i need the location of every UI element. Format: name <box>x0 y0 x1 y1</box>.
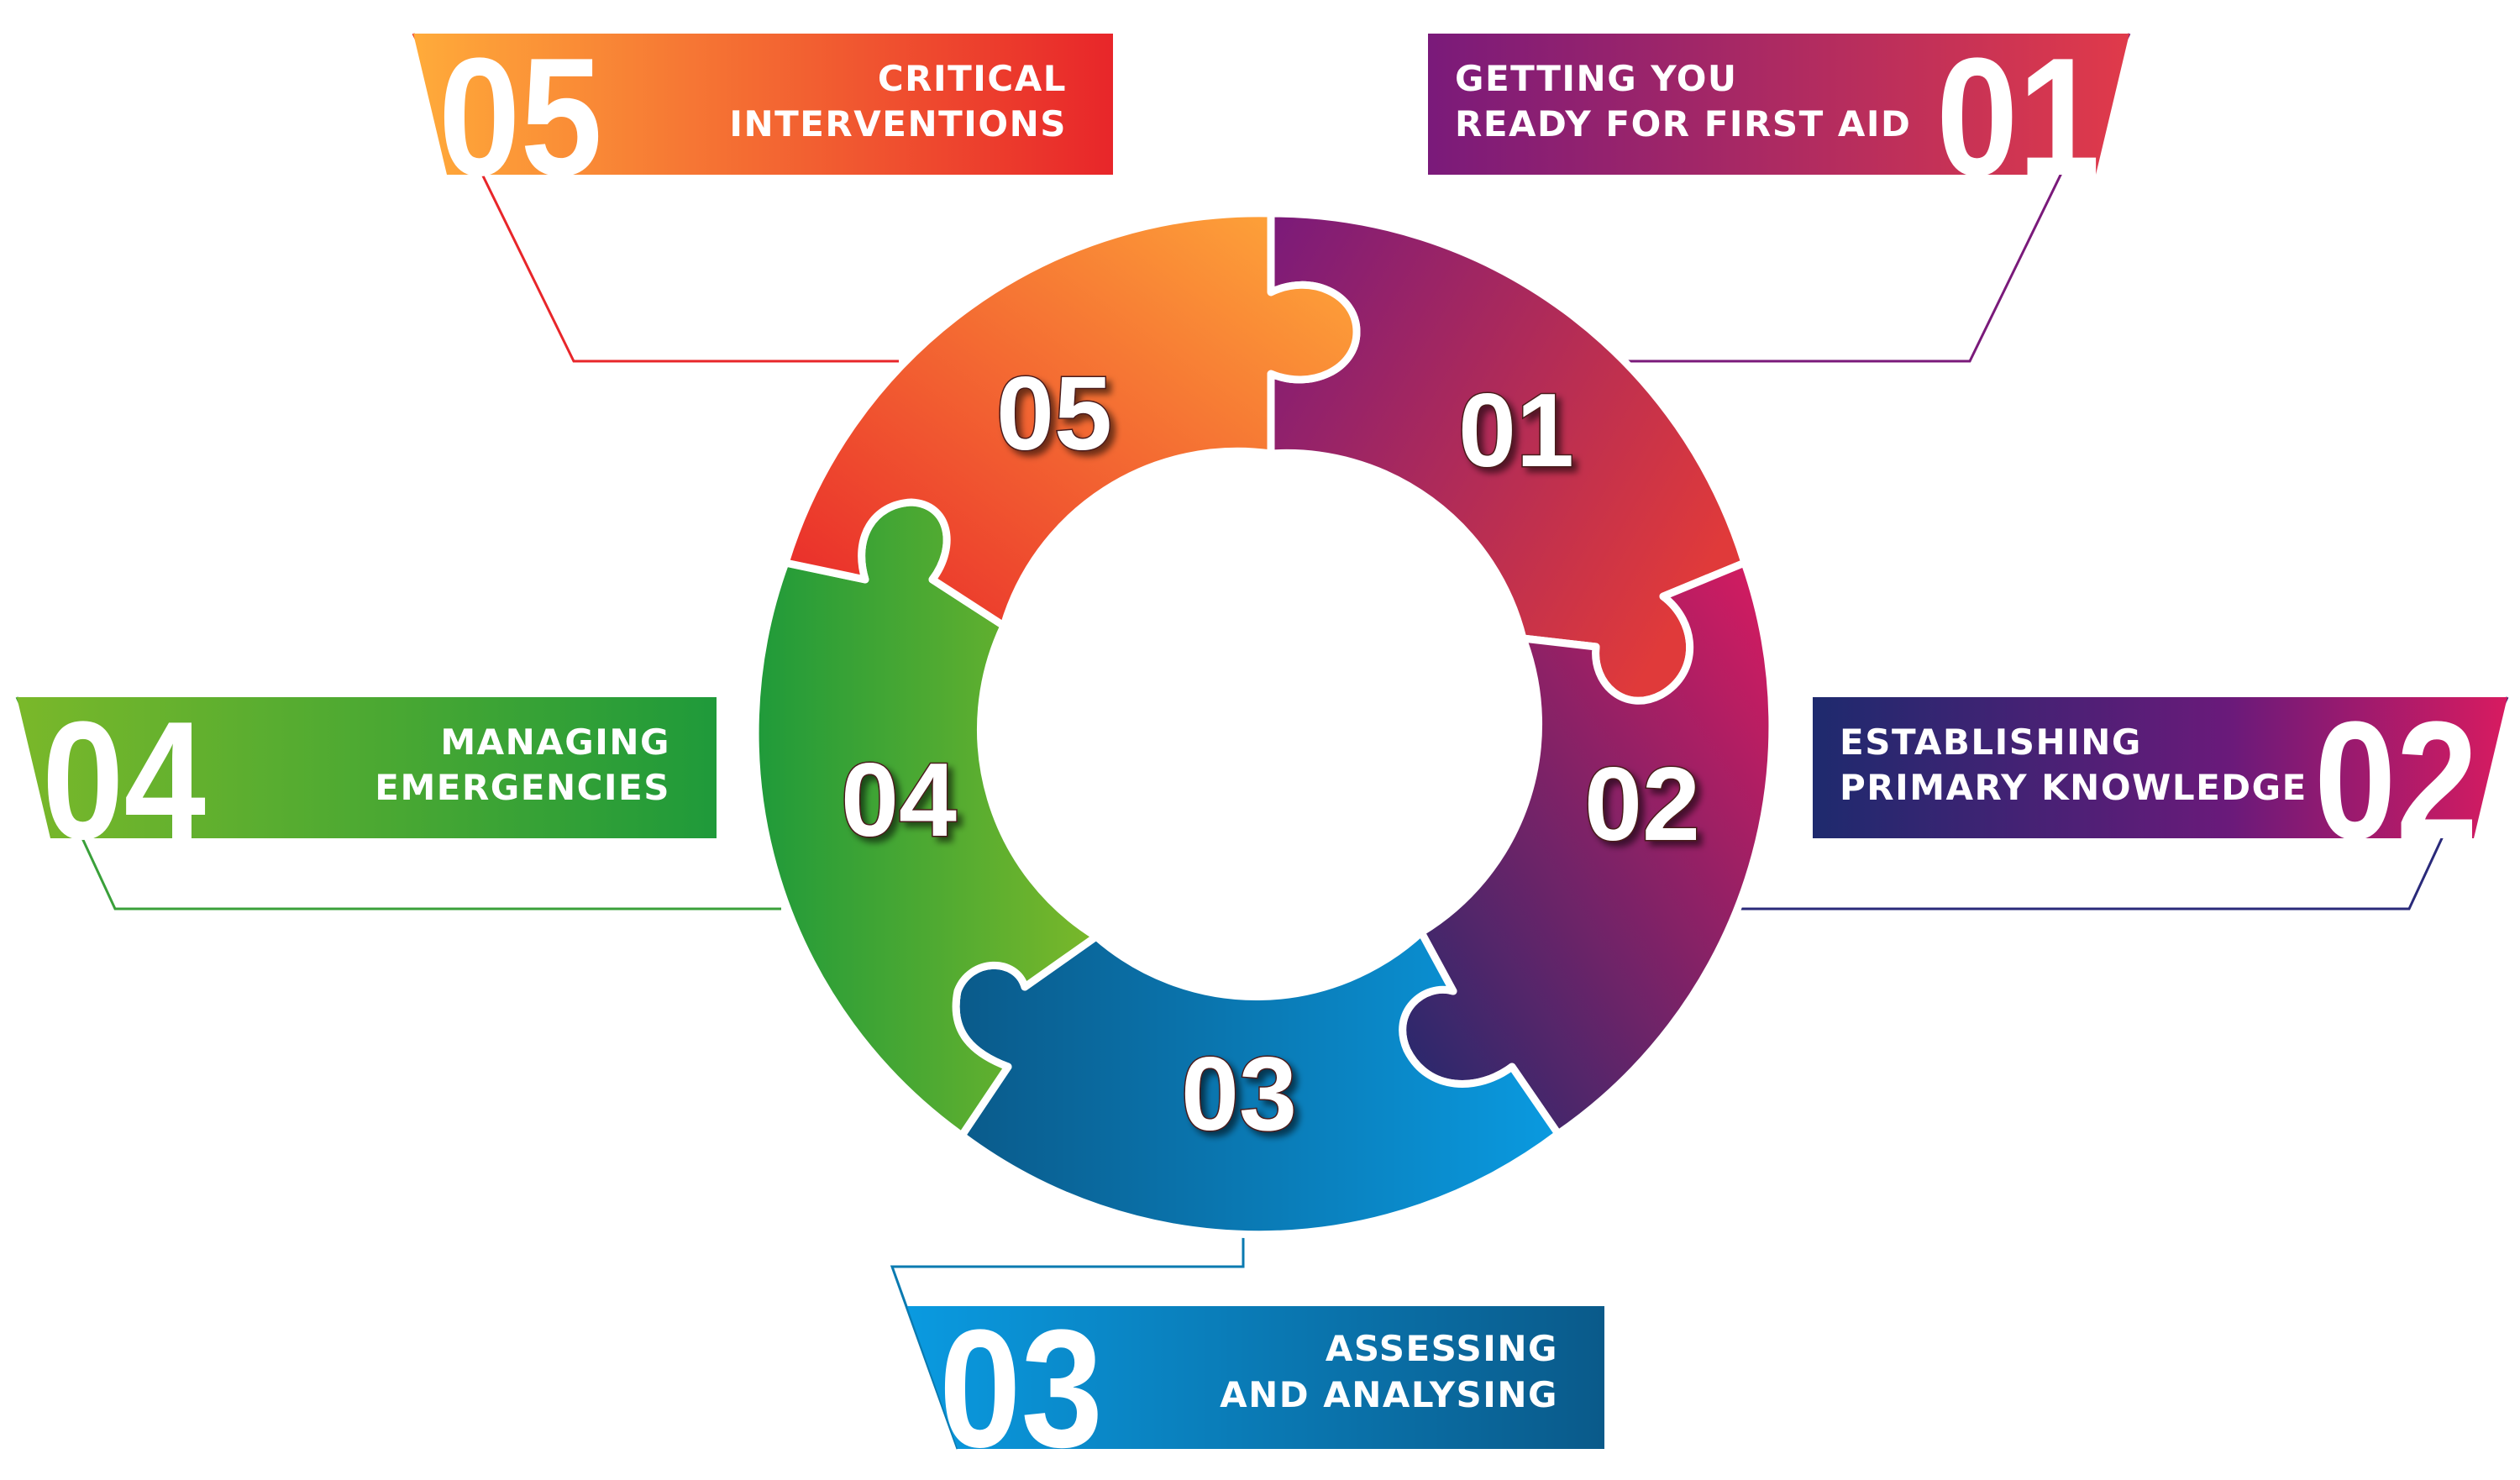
segment-number-02: 02 <box>1584 747 1700 863</box>
banner-number-02: 02 <box>2314 687 2478 874</box>
label-02-line2: PRIMARY KNOWLEDGE <box>1840 767 2307 808</box>
step-label-01: GETTING YOU READY FOR FIRST AID 01 <box>1428 24 2129 211</box>
banner-05 <box>413 34 1113 175</box>
segment-number-03: 03 <box>1181 1037 1297 1152</box>
label-04-line1: MANAGING <box>440 722 670 763</box>
banner-02 <box>1813 697 2507 838</box>
step-label-03: ASSESSING AND ANALYSING 03 <box>907 1295 1604 1480</box>
banner-01 <box>1428 34 2129 175</box>
label-03-line1: ASSESSING <box>1326 1328 1558 1369</box>
segment-number-01: 01 <box>1458 373 1574 489</box>
banner-number-05: 05 <box>438 24 602 211</box>
banner-number-03: 03 <box>939 1295 1103 1480</box>
label-04-line2: EMERGENCIES <box>375 767 670 808</box>
label-05-line1: CRITICAL <box>878 58 1067 99</box>
puzzle-piece-05 <box>781 209 1361 630</box>
ring-center-hole <box>1021 454 1508 941</box>
banner-03 <box>907 1306 1604 1449</box>
banner-number-01: 01 <box>1936 24 2100 211</box>
segment-number-04: 04 <box>841 743 957 858</box>
step-label-02: ESTABLISHING PRIMARY KNOWLEDGE 02 <box>1813 687 2507 874</box>
label-02-line1: ESTABLISHING <box>1840 722 2142 763</box>
banner-04 <box>17 697 717 838</box>
label-01-line1: GETTING YOU <box>1455 58 1738 99</box>
step-label-04: MANAGING EMERGENCIES 04 <box>17 687 717 874</box>
segment-number-05: 05 <box>996 356 1112 472</box>
segment-numbers: 01 02 03 04 05 <box>840 355 1702 1154</box>
step-label-05: CRITICAL INTERVENTIONS 05 <box>413 24 1113 211</box>
label-05-line2: INTERVENTIONS <box>729 103 1067 144</box>
banner-number-04: 04 <box>42 687 206 874</box>
label-03-line2: AND ANALYSING <box>1220 1374 1558 1415</box>
connector-frame-03 <box>890 1235 1245 1450</box>
ring <box>751 209 1777 1239</box>
label-01-line2: READY FOR FIRST AID <box>1455 103 1911 144</box>
